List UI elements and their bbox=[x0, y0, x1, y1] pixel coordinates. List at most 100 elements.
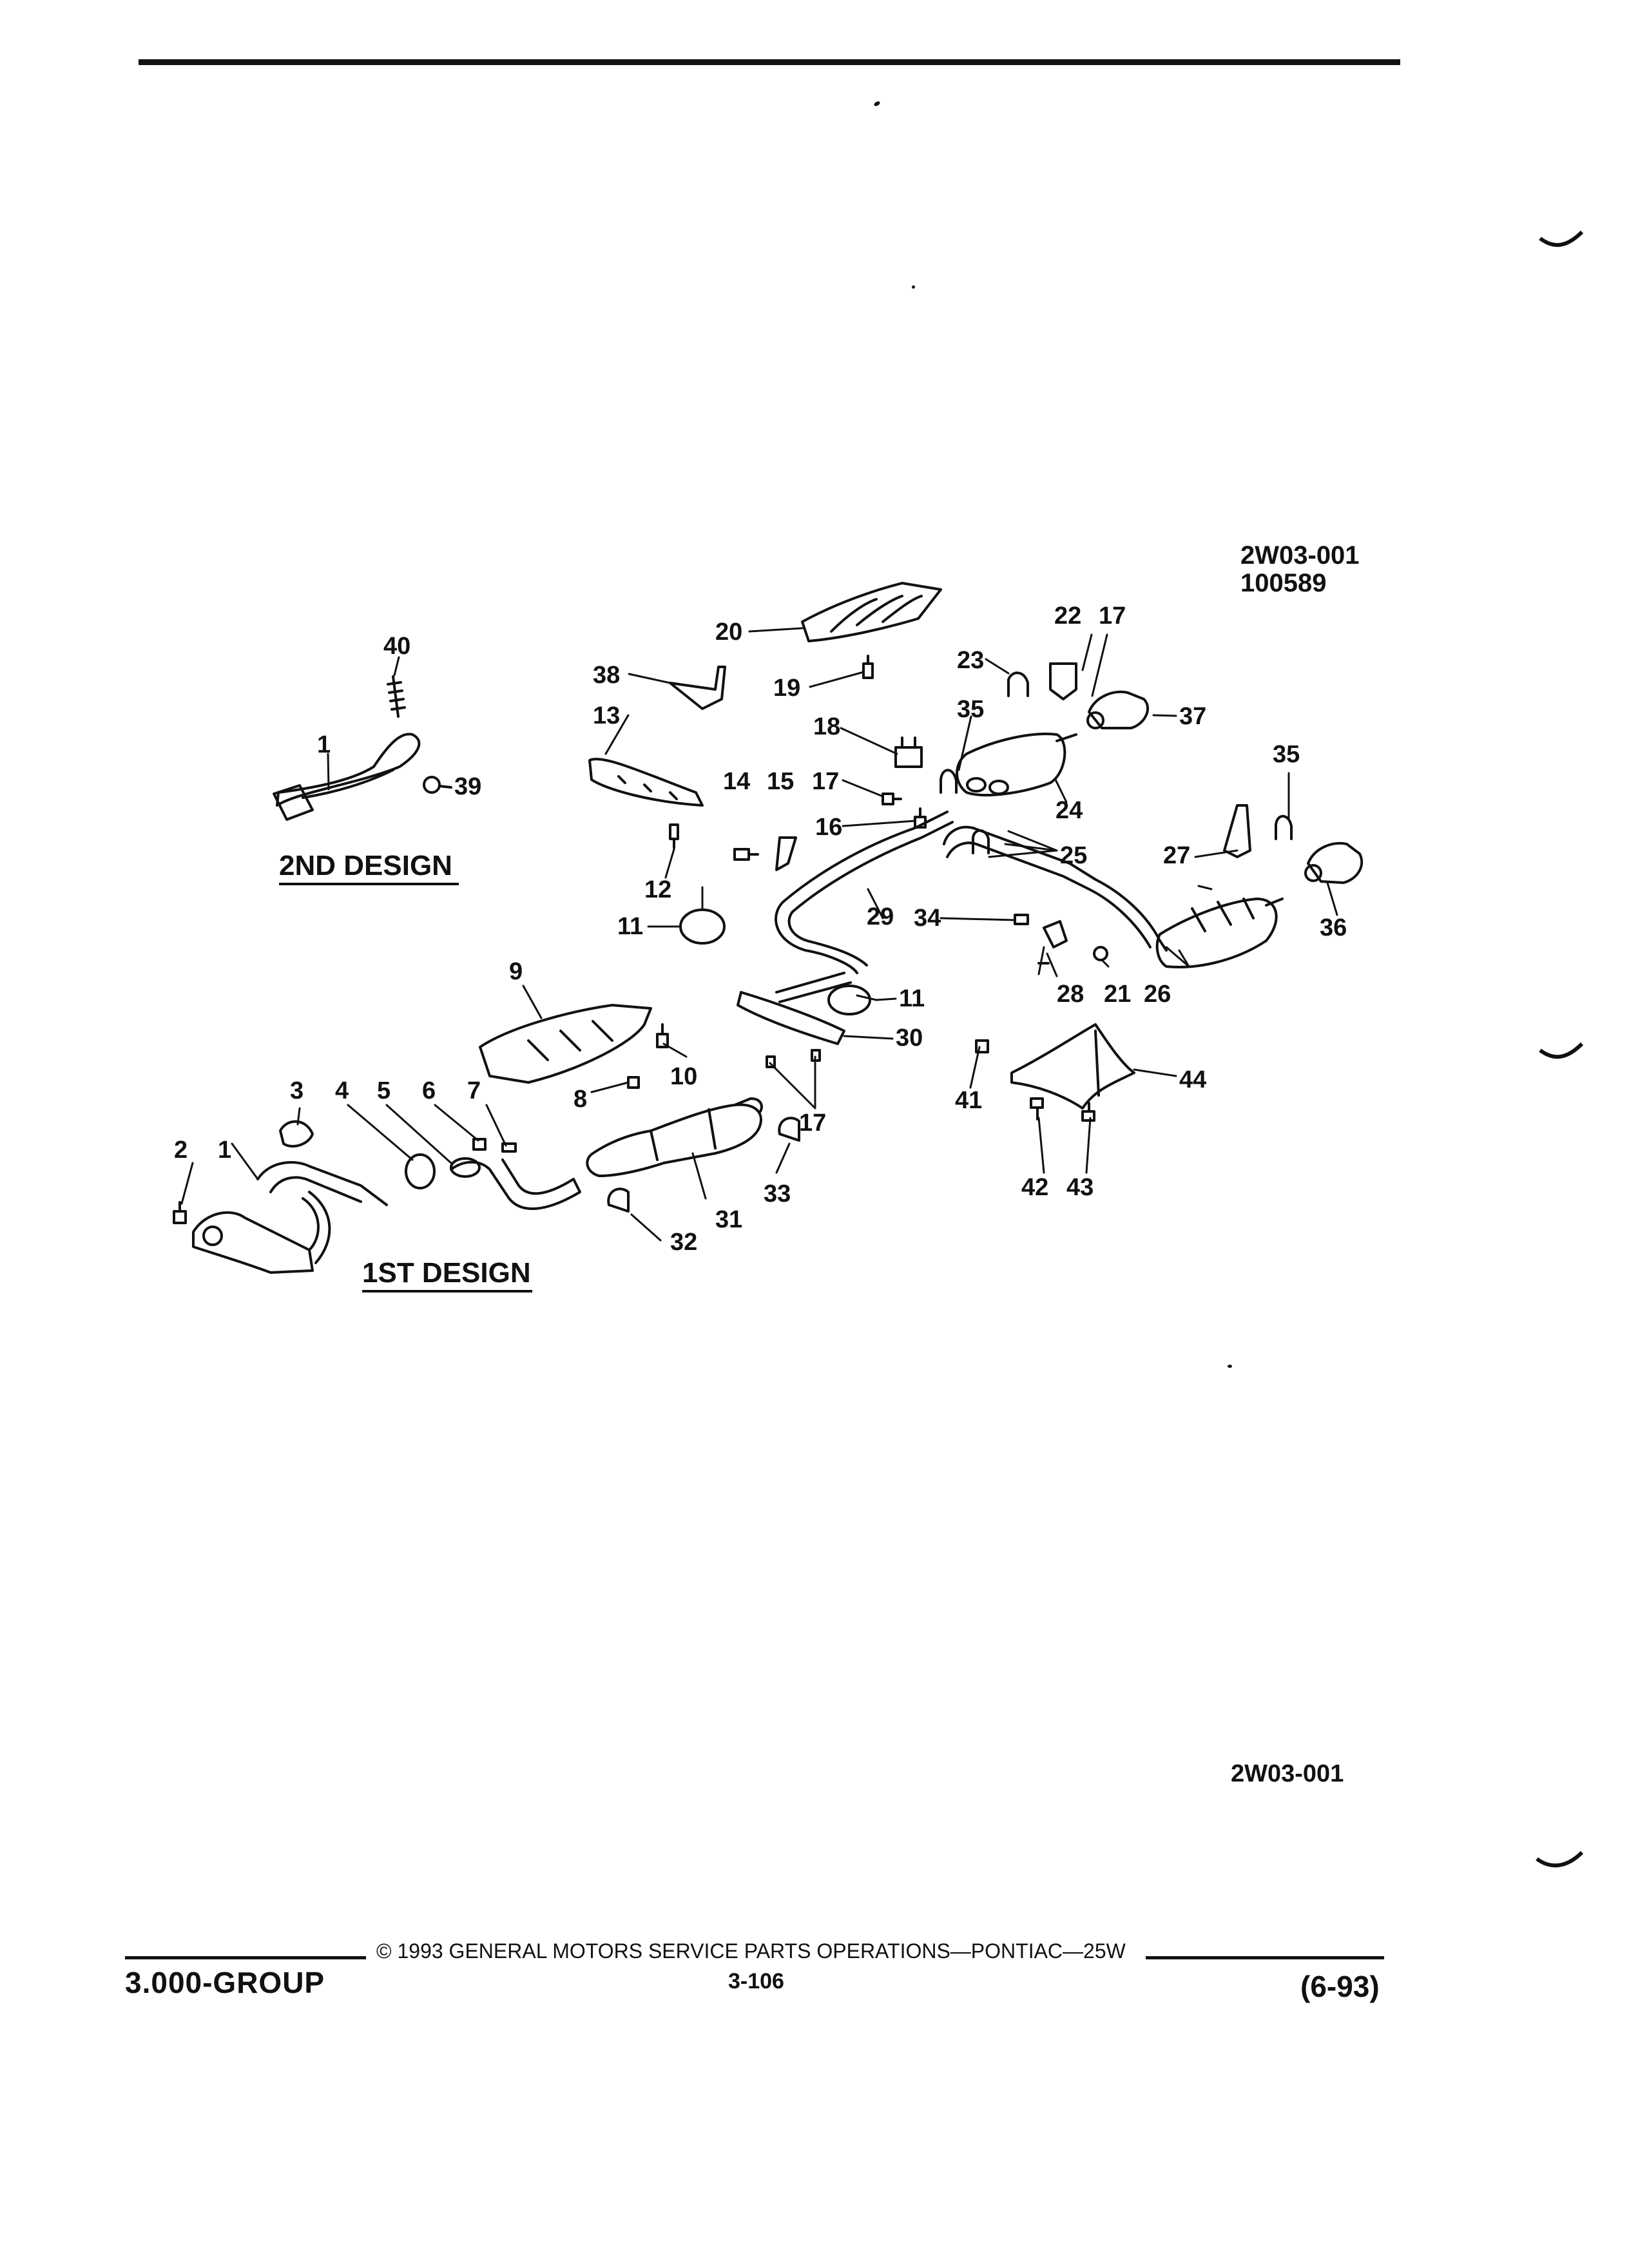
callout-6: 6 bbox=[422, 1077, 436, 1104]
callout-43: 43 bbox=[1066, 1174, 1094, 1201]
edge-tick bbox=[1536, 1850, 1584, 1868]
heat-shield-9 bbox=[479, 1004, 652, 1084]
callout-11: 11 bbox=[899, 985, 925, 1012]
clamp-35 bbox=[940, 769, 958, 794]
callout-37: 37 bbox=[1179, 703, 1206, 730]
bolt-42 bbox=[1030, 1097, 1044, 1120]
callout-30: 30 bbox=[896, 1024, 923, 1052]
crossover-pipe-5 bbox=[450, 1157, 581, 1210]
callout-14: 14 bbox=[723, 768, 750, 795]
bracket-27 bbox=[1223, 804, 1251, 858]
callout-25: 25 bbox=[1060, 842, 1087, 869]
second-design-label: 2ND DESIGN bbox=[279, 850, 452, 881]
figure-id-bottom: 2W03-001 bbox=[1231, 1760, 1344, 1787]
callout-15: 15 bbox=[767, 768, 794, 795]
clamp-32 bbox=[607, 1187, 630, 1213]
stud-40 bbox=[387, 675, 406, 718]
scan-speck bbox=[1228, 1365, 1232, 1368]
callout-41: 41 bbox=[955, 1087, 982, 1114]
heat-shield-20 bbox=[801, 582, 942, 642]
callout-17: 17 bbox=[799, 1110, 826, 1137]
bolt-12 bbox=[669, 823, 679, 849]
hanger-15 bbox=[775, 836, 797, 871]
nut-39 bbox=[423, 776, 441, 794]
bracket-22 bbox=[1049, 662, 1077, 700]
callout-38: 38 bbox=[593, 662, 620, 689]
callout-34: 34 bbox=[914, 905, 941, 932]
callout-7: 7 bbox=[467, 1077, 481, 1104]
callout-3: 3 bbox=[290, 1077, 304, 1104]
callout-5: 5 bbox=[377, 1077, 390, 1104]
nut-21 bbox=[1093, 946, 1108, 961]
callout-17: 17 bbox=[812, 768, 839, 795]
callout-33: 33 bbox=[764, 1180, 791, 1207]
callout-16: 16 bbox=[815, 814, 842, 841]
bolt-34 bbox=[1014, 914, 1029, 925]
nut-41 bbox=[975, 1039, 989, 1053]
bolt-17-lower bbox=[766, 1049, 821, 1068]
footer-rule-right bbox=[1146, 1956, 1384, 1959]
callout-10: 10 bbox=[670, 1063, 697, 1090]
callout-18: 18 bbox=[813, 713, 840, 740]
footer-page-number: 3-106 bbox=[728, 1969, 784, 1994]
callout-27: 27 bbox=[1163, 842, 1190, 869]
callout-1: 1 bbox=[218, 1137, 231, 1164]
figure-id-top: 2W03-001 bbox=[1240, 541, 1360, 570]
callout-19: 19 bbox=[773, 675, 800, 702]
callout-24: 24 bbox=[1055, 797, 1083, 824]
heat-shield-44 bbox=[1010, 1023, 1135, 1110]
exhaust-manifold-pipe-1st-design bbox=[192, 1161, 388, 1274]
callout-8: 8 bbox=[574, 1086, 587, 1113]
callout-22: 22 bbox=[1054, 602, 1081, 629]
tailpipe-36 bbox=[1304, 841, 1364, 884]
bolt-7 bbox=[501, 1142, 517, 1153]
callout-23: 23 bbox=[957, 647, 984, 674]
callout-13: 13 bbox=[593, 702, 620, 729]
gasket-11-upper bbox=[679, 908, 726, 945]
bolt-10 bbox=[656, 1023, 669, 1048]
footer-group: 3.000-GROUP bbox=[125, 1966, 325, 1999]
bracket-30 bbox=[737, 991, 845, 1045]
muffler-26 bbox=[943, 825, 1284, 968]
muffler-24 bbox=[956, 733, 1077, 796]
bolt-43 bbox=[1081, 1102, 1095, 1122]
scan-speck bbox=[912, 285, 915, 289]
callout-26: 26 bbox=[1144, 981, 1171, 1008]
callout-4: 4 bbox=[335, 1077, 349, 1104]
gasket-11-lower bbox=[827, 985, 871, 1015]
callout-20: 20 bbox=[715, 619, 742, 646]
callout-17: 17 bbox=[1099, 602, 1126, 629]
footer-copyright: © 1993 GENERAL MOTORS SERVICE PARTS OPER… bbox=[376, 1939, 1126, 1963]
bolt-2 bbox=[173, 1201, 187, 1224]
exhaust-manifold-pipe-2nd-design bbox=[273, 733, 421, 821]
clamp-3 bbox=[279, 1120, 314, 1148]
nut-6 bbox=[472, 1138, 487, 1151]
footer-rule-left bbox=[125, 1956, 366, 1959]
bolt-17 bbox=[882, 793, 902, 805]
callout-2: 2 bbox=[174, 1137, 188, 1164]
bracket-38 bbox=[669, 666, 726, 710]
first-design-label: 1ST DESIGN bbox=[362, 1257, 531, 1289]
callout-11: 11 bbox=[617, 913, 643, 940]
nut-8 bbox=[627, 1076, 640, 1089]
bolt-14 bbox=[733, 848, 759, 861]
callout-44: 44 bbox=[1179, 1066, 1206, 1093]
callout-1: 1 bbox=[317, 731, 331, 758]
callout-35: 35 bbox=[957, 696, 984, 723]
callout-32: 32 bbox=[670, 1229, 697, 1256]
callout-29: 29 bbox=[867, 903, 894, 930]
clamp-23 bbox=[1007, 671, 1029, 697]
callout-42: 42 bbox=[1021, 1174, 1048, 1201]
callout-36: 36 bbox=[1320, 914, 1347, 941]
callout-12: 12 bbox=[644, 876, 671, 903]
figure-number-top: 100589 bbox=[1240, 569, 1326, 597]
callout-28: 28 bbox=[1057, 981, 1084, 1008]
callout-40: 40 bbox=[383, 633, 410, 660]
clamp-25 bbox=[972, 829, 990, 854]
callout-39: 39 bbox=[454, 773, 481, 800]
gasket-4 bbox=[405, 1153, 436, 1189]
bolt-16 bbox=[914, 807, 927, 829]
callout-9: 9 bbox=[509, 958, 523, 985]
bracket-18 bbox=[894, 736, 923, 768]
